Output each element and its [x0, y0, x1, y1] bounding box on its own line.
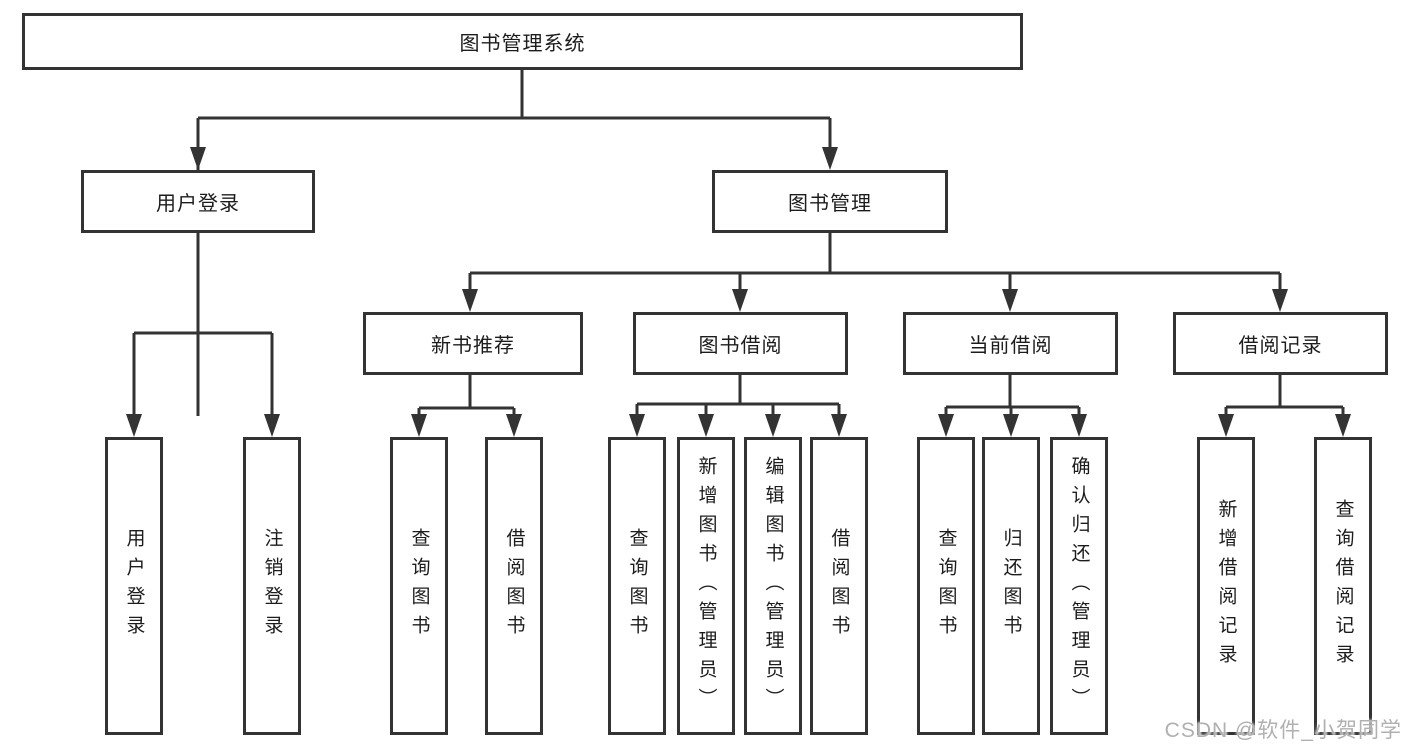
leaf-query-books-borrowing: 查询图书 — [608, 437, 666, 735]
arrowhead — [190, 147, 206, 170]
arrowhead — [822, 147, 838, 170]
leaf-return-books: 归还图书 — [982, 437, 1040, 735]
arrowhead — [1218, 414, 1234, 437]
node-root-library-system: 图书管理系统 — [22, 13, 1023, 70]
leaf-label: 编辑图书（管理员） — [762, 455, 784, 717]
arrowhead — [732, 289, 748, 312]
node-label: 当前借阅 — [968, 335, 1053, 357]
node-book-borrowing: 图书借阅 — [633, 312, 848, 375]
leaf-label: 查询借阅记录 — [1332, 499, 1354, 673]
leaf-label: 用户登录 — [123, 528, 145, 644]
leaf-logout: 注销登录 — [243, 437, 301, 735]
arrowhead — [1071, 414, 1087, 437]
leaf-query-books-recommend: 查询图书 — [390, 437, 448, 735]
arrowhead — [1002, 289, 1018, 312]
arrowhead — [506, 414, 522, 437]
node-book-management: 图书管理 — [712, 170, 948, 233]
node-label: 用户登录 — [156, 193, 240, 215]
node-label: 图书管理 — [788, 193, 872, 215]
arrowhead — [1272, 289, 1288, 312]
arrowhead — [411, 414, 427, 437]
arrowhead — [629, 414, 645, 437]
leaf-query-borrow-record: 查询借阅记录 — [1314, 437, 1372, 735]
leaf-label: 确认归还（管理员） — [1068, 455, 1090, 717]
leaf-add-book-admin: 新增图书（管理员） — [677, 437, 735, 735]
arrowhead — [462, 289, 478, 312]
node-current-borrowing: 当前借阅 — [903, 312, 1118, 375]
node-new-book-recommend: 新书推荐 — [363, 312, 583, 375]
node-label: 新书推荐 — [431, 335, 515, 357]
leaf-query-books-current: 查询图书 — [917, 437, 975, 735]
arrowhead — [264, 414, 280, 437]
leaf-edit-book-admin: 编辑图书（管理员） — [744, 437, 802, 735]
leaf-label: 新增图书（管理员） — [695, 455, 717, 717]
arrowhead — [831, 414, 847, 437]
leaf-label: 查询图书 — [408, 528, 430, 644]
arrowhead — [1003, 414, 1019, 437]
leaf-add-borrow-record: 新增借阅记录 — [1197, 437, 1255, 735]
csdn-watermark: CSDN @软件_小贺同学 — [1164, 719, 1402, 742]
leaf-label: 查询图书 — [626, 528, 648, 644]
node-label: 图书借阅 — [698, 335, 783, 357]
tree-edges — [132, 70, 1345, 418]
arrowhead — [1335, 414, 1351, 437]
arrowhead — [765, 414, 781, 437]
leaf-user-login: 用户登录 — [105, 437, 163, 735]
leaf-borrow-books-recommend: 借阅图书 — [485, 437, 543, 735]
node-label: 借阅记录 — [1238, 335, 1323, 357]
arrowhead — [938, 414, 954, 437]
leaf-borrow-books: 借阅图书 — [810, 437, 868, 735]
node-label: 图书管理系统 — [459, 33, 586, 55]
leaf-confirm-return-admin: 确认归还（管理员） — [1050, 437, 1108, 735]
leaf-label: 借阅图书 — [503, 528, 525, 644]
leaf-label: 查询图书 — [935, 528, 957, 644]
arrowhead — [126, 414, 142, 437]
arrowhead — [698, 414, 714, 437]
node-borrowing-records: 借阅记录 — [1173, 312, 1388, 375]
arrowheads — [126, 147, 1351, 437]
node-user-login: 用户登录 — [81, 170, 315, 233]
leaf-label: 新增借阅记录 — [1215, 499, 1237, 673]
leaf-label: 注销登录 — [261, 528, 283, 644]
leaf-label: 归还图书 — [1000, 528, 1022, 644]
leaf-label: 借阅图书 — [828, 528, 850, 644]
